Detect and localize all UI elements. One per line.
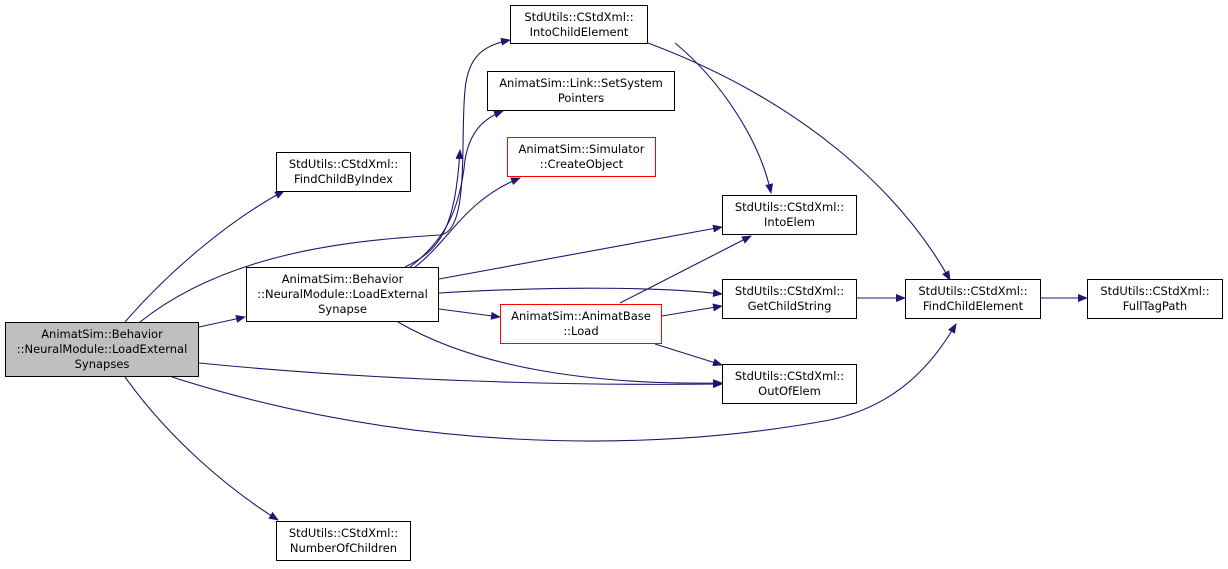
node-animat-base-load[interactable]: AnimatSim::AnimatBase ::Load — [500, 304, 662, 344]
edge-les-to-create-object — [414, 177, 521, 268]
edge-root-to-load-external-synapse — [198, 315, 246, 328]
node-into-elem[interactable]: StdUtils::CStdXml:: IntoElem — [722, 195, 857, 235]
edge-load-to-get-child-string — [661, 303, 723, 317]
edge-les-to-into-elem — [438, 224, 723, 280]
node-find-child-element[interactable]: StdUtils::CStdXml:: FindChildElement — [905, 279, 1041, 319]
edge-root-to-out-of-elem — [198, 362, 723, 389]
node-get-child-string[interactable]: StdUtils::CStdXml:: GetChildString — [722, 279, 857, 319]
edge-les-to-set-system-pointers — [409, 110, 504, 268]
node-find-child-by-index[interactable]: StdUtils::CStdXml:: FindChildByIndex — [276, 152, 411, 192]
edge-les-to-into-child-element — [404, 149, 464, 268]
node-load-external-synapse[interactable]: AnimatSim::Behavior ::NeuralModule::Load… — [246, 267, 439, 322]
node-number-of-children[interactable]: StdUtils::CStdXml:: NumberOfChildren — [276, 521, 411, 561]
edge-les-to-get-child-string — [438, 287, 723, 297]
edge-root-to-into-child-element — [139, 37, 511, 323]
edge-ice-to-find-child-element — [647, 42, 951, 281]
edge-root-to-find-child-by-index — [124, 190, 285, 323]
edge-les-to-out-of-elem — [397, 321, 723, 388]
node-into-child-element[interactable]: StdUtils::CStdXml:: IntoChildElement — [510, 5, 648, 44]
node-root-load-external-synapses: AnimatSim::Behavior ::NeuralModule::Load… — [5, 322, 199, 377]
edge-ice-to-into-elem — [674, 42, 774, 194]
edge-load-to-into-elem — [619, 235, 752, 304]
node-out-of-elem[interactable]: StdUtils::CStdXml:: OutOfElem — [722, 364, 857, 404]
node-full-tag-path[interactable]: StdUtils::CStdXml:: FullTagPath — [1087, 279, 1223, 319]
edge-root-to-number-of-children — [124, 376, 279, 521]
edge-load-to-out-of-elem — [654, 343, 723, 367]
edge-root-to-find-child-element — [171, 323, 957, 442]
node-set-system-pointers[interactable]: AnimatSim::Link::SetSystem Pointers — [487, 71, 675, 111]
node-create-object[interactable]: AnimatSim::Simulator ::CreateObject — [507, 137, 656, 177]
edge-les-to-animat-base-load — [438, 308, 501, 320]
